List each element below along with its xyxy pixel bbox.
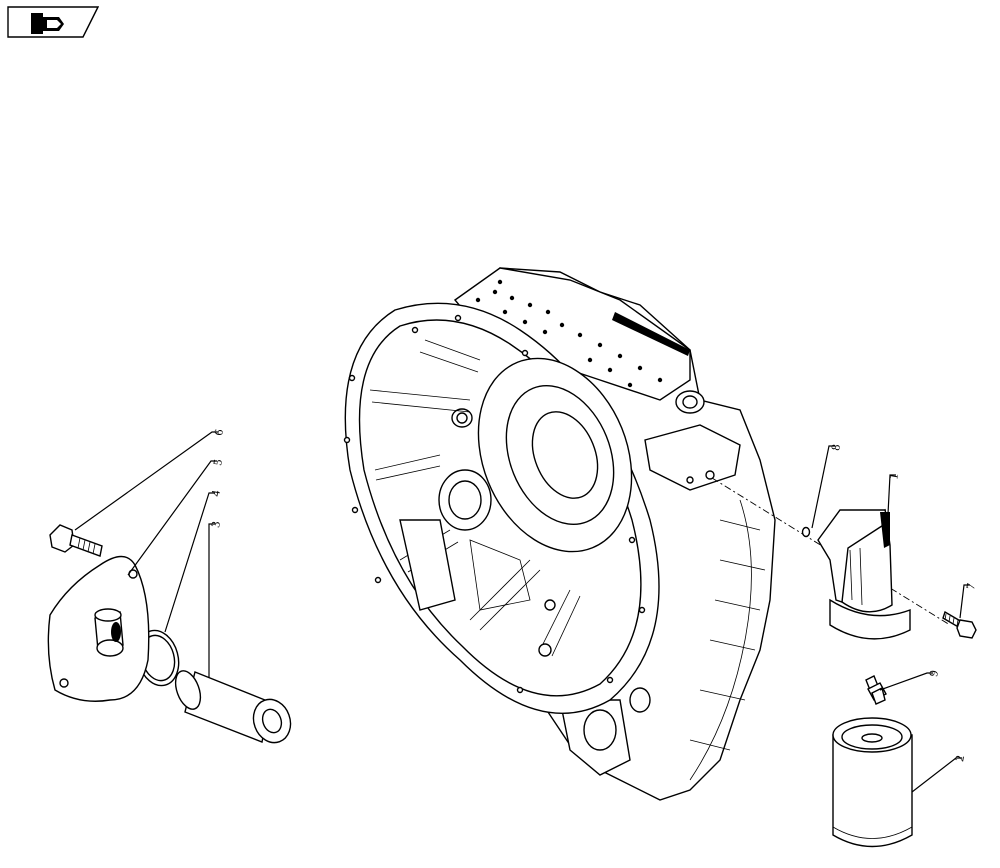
part-3-sleeve — [174, 670, 292, 744]
part-5-cover-plate — [47, 555, 150, 702]
callout-3: 3 — [208, 520, 223, 528]
callout-5: 5 — [210, 458, 225, 466]
book-arrow-icon[interactable] — [7, 6, 99, 38]
leader-lines — [74, 431, 970, 793]
callout-numbers: 1 2 3 4 5 6 7 8 9 — [208, 428, 978, 762]
callout-1: 1 — [886, 472, 901, 480]
callout-2: 2 — [952, 754, 967, 762]
callout-9: 9 — [926, 669, 941, 677]
callout-6: 6 — [211, 428, 226, 436]
callout-8: 8 — [828, 443, 843, 451]
part-6-bolt — [49, 524, 103, 557]
part-8-o-ring — [801, 526, 811, 538]
part-1-filter-adapter — [817, 508, 911, 640]
callout-7: 7 — [963, 582, 978, 590]
part-9-fitting — [865, 675, 887, 705]
callout-4: 4 — [208, 489, 223, 497]
transmission-housing — [343, 267, 776, 801]
part-2-oil-filter — [832, 717, 913, 848]
part-7-bolt — [942, 610, 977, 639]
